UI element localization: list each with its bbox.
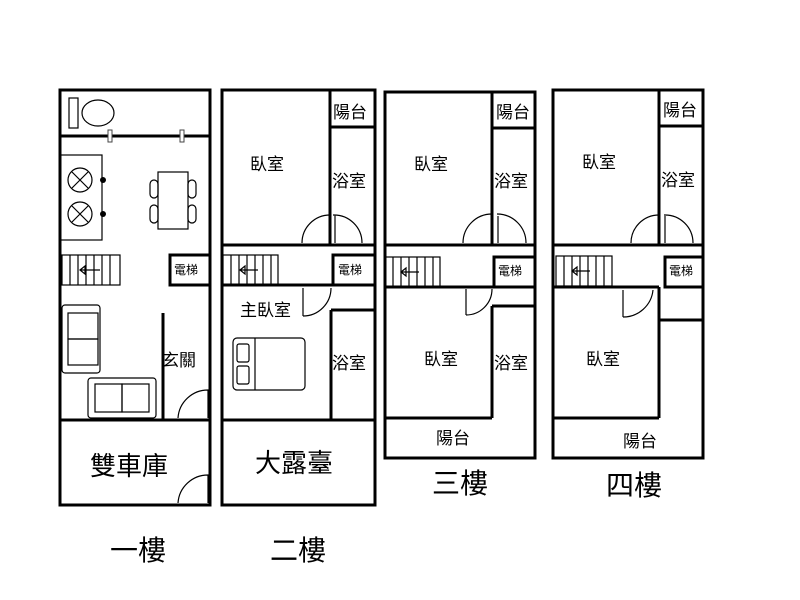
terrace-label: 大露臺 [255,449,333,479]
elevator [492,255,537,289]
bathroom-label: 浴室 [494,172,528,192]
floor-4-plan: 陽台 臥室 浴室 電梯 臥室 陽台 四樓 [551,88,705,502]
dining-table-icon [149,171,197,230]
floor-3-title: 三樓 [432,467,488,500]
elevator-label: 電梯 [174,263,198,277]
stove-icon [59,154,106,241]
bedroom-label: 臥室 [582,153,616,173]
bedroom-label: 臥室 [250,155,284,175]
floor-4-title: 四樓 [606,469,662,502]
elevator-label: 電梯 [338,263,362,277]
elevator-label: 電梯 [498,264,522,278]
floor-1-title: 一樓 [110,534,166,567]
door-icon [177,474,209,504]
bedroom-label: 臥室 [586,350,620,370]
wall [385,304,535,420]
garage-label: 雙車庫 [90,452,168,482]
wall [553,90,703,420]
wall [329,308,375,420]
stairs-icon [384,256,441,288]
door-icon [177,389,209,419]
bathroom-label: 浴室 [332,172,366,192]
bedroom-label: 臥室 [424,350,458,370]
entrance-label: 玄關 [162,351,196,371]
door-icon [302,287,332,317]
balcony-label: 陽台 [623,432,657,452]
wall [385,92,535,289]
floor-2-outline [220,88,377,507]
toilet-icon [68,97,115,129]
master-bedroom-label: 主臥室 [240,301,291,321]
floor-1-plan: 電梯 玄關 雙車庫 一樓 [58,88,212,567]
elevator [331,253,377,287]
floor-3-plan: 陽台 臥室 浴室 電梯 臥室 浴室 陽台 三樓 [383,90,537,500]
elevator-label: 電梯 [669,264,693,278]
bathroom-label: 浴室 [332,354,366,374]
bathroom-label: 浴室 [661,171,695,191]
balcony-label: 陽台 [436,429,470,449]
door-icon [630,214,694,244]
bedroom-label: 臥室 [414,155,448,175]
elevator [663,255,705,289]
balcony-label: 陽台 [663,101,697,121]
wall [222,90,375,287]
balcony-label: 陽台 [333,103,367,123]
door-icon [465,288,493,316]
stairs-icon [222,254,279,286]
floor-1-outline [58,88,212,507]
balcony-label: 陽台 [496,103,530,123]
bed-icon [232,337,306,391]
stairs-icon [555,255,613,287]
sofa-icon [61,304,157,419]
stairs-icon [61,254,121,286]
elevator [168,253,212,287]
bathroom-label: 浴室 [494,354,528,374]
floor-2-title: 二樓 [270,534,326,567]
door-icon [622,289,654,318]
floor-2-plan: 陽台 臥室 浴室 電梯 主臥室 浴室 大露臺 二樓 [220,88,377,567]
door-icon [301,214,363,244]
door-icon [462,213,527,244]
